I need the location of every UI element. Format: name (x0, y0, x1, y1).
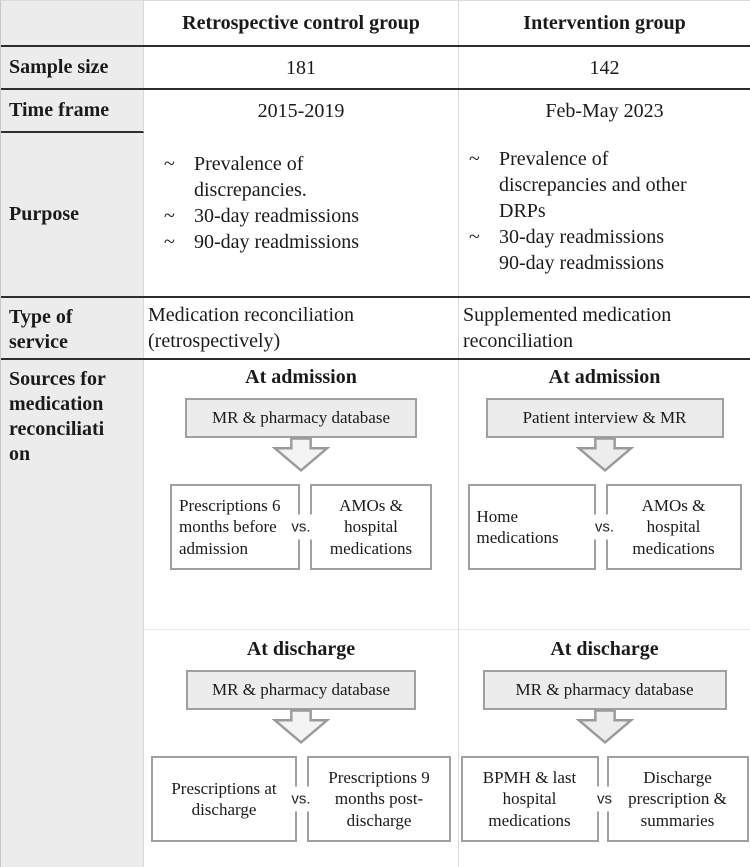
tilde-bullet: ~ (164, 231, 175, 253)
time-frame-intervention: Feb-May 2023 (545, 100, 664, 122)
type-of-service-control: Medication reconciliation (retrospective… (144, 298, 459, 358)
vs-label: vs (595, 786, 614, 812)
header-empty-cell (1, 1, 144, 45)
compare-box-right: AMOs & hospital medications (310, 484, 432, 570)
intervention-discharge-section: At discharge MR & pharmacy database BPMH… (459, 629, 750, 842)
header-row: Retrospective control group Intervention… (1, 1, 750, 47)
bullet-text: 30-day readmissions (499, 226, 664, 248)
flow-section-title: At discharge (246, 638, 356, 660)
compare-box-right: Prescriptions 9 months post-discharge (307, 756, 451, 842)
control-discharge-section: At discharge MR & pharmacy database Pres… (144, 629, 458, 842)
type-of-service-intervention: Supplemented medication reconciliation (463, 304, 672, 352)
vs-label: vs. (289, 786, 313, 812)
sample-size-intervention: 142 (589, 57, 620, 79)
vs-label: vs. (289, 514, 313, 540)
tilde-bullet: ~ (164, 153, 175, 175)
flow-section-title: At admission (548, 366, 661, 388)
tilde-bullet: ~ (469, 226, 480, 248)
purpose-control-cell: ~ Prevalence of discrepancies. ~ 30-day … (144, 133, 459, 296)
comparison-row: Prescriptions 6 months before admission … (144, 484, 458, 570)
row-label-type-of-service: Type of service (1, 298, 144, 358)
column-header-control: Retrospective control group (144, 1, 459, 45)
bullet-text: 90-day readmissions (194, 231, 359, 253)
comparison-row: Prescriptions at discharge vs. Prescript… (144, 756, 458, 842)
compare-box-left: Home medications (467, 484, 596, 570)
bullet-text: Prevalence of discrepancies and other DR… (499, 148, 687, 222)
list-item: ~ 30-day readmissions (164, 203, 458, 229)
flow-section-title: At admission (245, 366, 357, 388)
source-box: MR & pharmacy database (186, 670, 416, 710)
compare-box-right: AMOs & hospital medications (605, 484, 742, 570)
down-arrow-icon (575, 709, 634, 745)
compare-box-right: Discharge prescription & summaries (606, 756, 749, 842)
source-box: Patient interview & MR (485, 398, 724, 438)
row-label-sources: Sources for medication reconciliati on (1, 360, 144, 867)
row-purpose: Purpose ~ Prevalence of discrepancies. ~… (1, 133, 750, 298)
intervention-admission-section: At admission Patient interview & MR Home… (459, 366, 750, 629)
row-type-of-service: Type of service Medication reconciliatio… (1, 298, 750, 360)
row-label-text: Sample size (9, 56, 109, 78)
down-arrow-icon (575, 437, 634, 473)
vs-label: vs. (592, 514, 617, 540)
flow-section-title: At discharge (550, 638, 659, 660)
bullet-text: 90-day readmissions (499, 252, 664, 274)
tilde-bullet (469, 250, 499, 276)
purpose-intervention-cell: ~ Prevalence of discrepancies and other … (459, 133, 750, 296)
purpose-list-control: ~ Prevalence of discrepancies. ~ 30-day … (144, 133, 458, 255)
control-admission-section: At admission MR & pharmacy database Pres… (144, 366, 458, 629)
sample-size-control: 181 (144, 47, 459, 88)
list-item: ~ Prevalence of discrepancies. (164, 151, 458, 203)
row-sources: Sources for medication reconciliati on A… (1, 360, 750, 867)
tilde-bullet: ~ (164, 205, 175, 227)
row-label-text: Purpose (9, 203, 79, 225)
comparison-row: Home medications vs. AMOs & hospital med… (459, 484, 750, 570)
time-frame-control: 2015-2019 (144, 90, 459, 133)
down-arrow-icon (272, 437, 330, 473)
source-box: MR & pharmacy database (482, 670, 727, 710)
list-item: ~ 90-day readmissions (164, 229, 458, 255)
sources-control-cell: At admission MR & pharmacy database Pres… (144, 360, 459, 867)
list-item: 90-day readmissions (469, 250, 750, 276)
row-time-frame: Time frame 2015-2019 Feb-May 2023 (1, 90, 750, 133)
bullet-text: Prevalence of discrepancies. (194, 153, 307, 201)
column-header-intervention: Intervention group (523, 12, 686, 34)
source-box: MR & pharmacy database (185, 398, 417, 438)
row-label-sample-size: Sample size (1, 47, 144, 88)
list-item: ~ 30-day readmissions (469, 224, 750, 250)
row-sample-size: Sample size 181 142 (1, 47, 750, 90)
compare-box-left: BPMH & last hospital medications (460, 756, 599, 842)
compare-box-left: Prescriptions 6 months before admission (170, 484, 300, 570)
tilde-bullet: ~ (469, 148, 480, 170)
sources-intervention-cell: At admission Patient interview & MR Home… (459, 360, 750, 867)
row-label-text: Time frame (9, 99, 110, 121)
list-item: ~ Prevalence of discrepancies and other … (469, 146, 750, 224)
down-arrow-icon (272, 709, 330, 745)
purpose-list-intervention: ~ Prevalence of discrepancies and other … (459, 133, 750, 276)
row-label-time-frame: Time frame (1, 90, 144, 133)
bullet-text: 30-day readmissions (194, 205, 359, 227)
comparison-row: BPMH & last hospital medications vs Disc… (459, 756, 750, 842)
row-label-purpose: Purpose (1, 133, 144, 296)
compare-box-left: Prescriptions at discharge (151, 756, 297, 842)
